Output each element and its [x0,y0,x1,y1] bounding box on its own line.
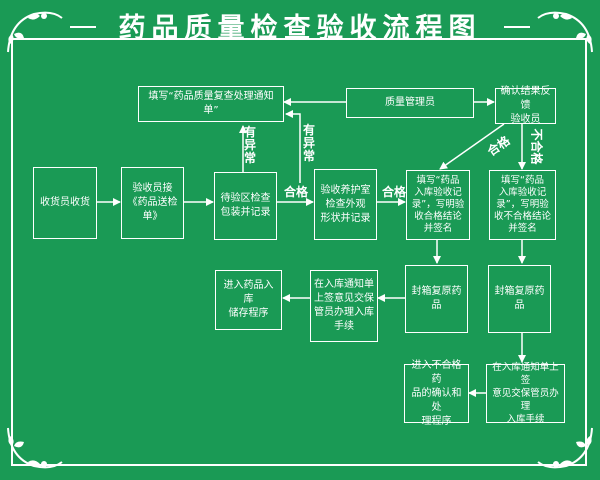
label-abnormal-room: 有 异 常 [302,123,315,163]
diagram-frame [11,38,587,466]
label-abnormal-pending: 有 异 常 [243,125,256,165]
node-seal-fail: 封箱复原药品 [488,265,551,333]
node-nonconforming: 进入不合格药 品的确认和处 理程序 [404,360,469,427]
node-warehouse-sign: 在入库通知单 上签意见交保 管员办理入库 手续 [310,270,378,342]
node-fill-ok: 填写“药品 入库验收记 录”，写明验 收合格结论 并签名 [406,170,470,240]
corner-ornament-bottom-left [7,427,63,469]
corner-ornament-top-right [537,11,593,53]
label-pass-room: 合格 [381,185,406,199]
node-confirm-feedback: 确认结果反馈 验收员 [495,86,556,125]
title-rule-left [70,26,96,28]
node-room-check: 验收养护室 检查外观 形状并记录 [314,169,377,240]
node-seal-ok: 封箱复原药品 [405,265,468,333]
node-warehouse-sign-fail: 在入库通知单上签 意见交保管员办理 入库手续 [486,362,565,425]
corner-ornament-top-left [7,11,63,53]
node-receiver: 收货员收货 [33,167,97,239]
node-fill-fail: 填写“药品 入库验收记 录”，写明验 收不合格结论 并签名 [489,170,556,240]
arrow-room-up-to-notice [285,110,301,183]
node-pending-area: 待验区检查 包装并记录 [214,172,277,240]
label-pass-pending: 合格 [283,185,308,199]
corner-ornament-bottom-right [537,427,593,469]
title-rule-right [504,26,530,28]
node-enter-storage: 进入药品入库 储存程序 [215,270,282,330]
arrow-confirm-to-fill-ok [439,123,505,170]
node-fill-review-notice: 填写“药品质量复查处理通知单” [138,86,284,122]
node-inspector-receive: 验收员接 《药品送检单》 [121,167,184,239]
label-fail-diagonal: 不合格 [529,128,544,165]
node-quality-manager: 质量管理员 [346,88,474,118]
